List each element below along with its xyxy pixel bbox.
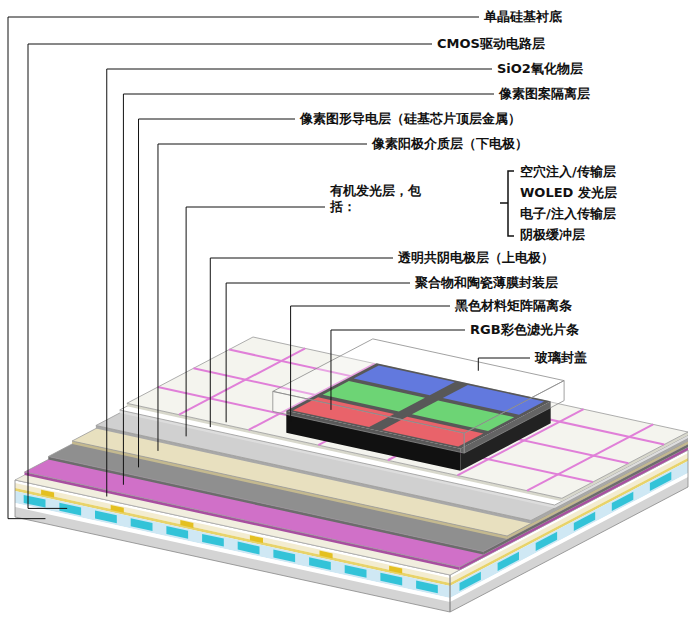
via-contact xyxy=(389,566,402,574)
layer-label: 单晶硅基衬底 xyxy=(484,9,562,25)
circuit-block xyxy=(650,472,671,491)
circuit-block xyxy=(612,492,634,511)
layer-label: 有机发光层，包括： xyxy=(330,183,430,215)
circuit-block xyxy=(416,581,438,594)
circuit-block xyxy=(131,518,153,531)
layer-label: 透明共阴电极层（上电极） xyxy=(398,250,554,266)
via-contact xyxy=(320,551,333,559)
via-contact xyxy=(41,490,54,498)
circuit-block xyxy=(59,503,81,516)
circuit-block xyxy=(380,573,402,586)
leader-line xyxy=(331,330,465,410)
circuit-block xyxy=(24,495,46,508)
circuit-block xyxy=(460,572,481,591)
circuit-block xyxy=(498,552,519,571)
layer-label: 像素图案隔离层 xyxy=(499,86,590,102)
layer-label: 玻璃封盖 xyxy=(535,350,587,366)
layer-label: SiO2氧化物层 xyxy=(497,61,583,77)
layer-label: 空穴注入/传输层 xyxy=(520,164,616,180)
circuit-block xyxy=(345,565,367,578)
leader-line xyxy=(139,119,295,467)
layer-label: 像素阳极介质层（下电极） xyxy=(372,136,528,152)
layer-label: CMOS驱动电路层 xyxy=(437,36,545,52)
layer-top xyxy=(127,337,688,498)
layer-label: 黑色材料矩阵隔离条 xyxy=(455,298,572,314)
circuit-block xyxy=(202,534,224,547)
layer-label: 阴极缓冲层 xyxy=(520,227,585,243)
leader-line xyxy=(291,306,450,422)
circuit-block xyxy=(574,512,595,531)
layer-label: 聚合物和陶瓷薄膜封装层 xyxy=(415,275,558,291)
leader-line xyxy=(186,207,325,436)
glass-cover xyxy=(273,391,464,453)
circuit-block xyxy=(166,526,188,539)
circuit-block xyxy=(536,532,557,551)
leader-line xyxy=(226,283,410,422)
leader-line xyxy=(8,17,479,519)
bracket xyxy=(500,171,514,236)
layer-label: RGB彩色滤光片条 xyxy=(470,322,579,338)
layer-label: 像素图形导电层（硅基芯片顶层金属） xyxy=(300,111,521,127)
circuit-block xyxy=(238,542,260,555)
via-contact xyxy=(180,520,193,528)
layer-label: WOLED 发光层 xyxy=(520,185,617,201)
via-contact xyxy=(250,535,263,543)
via-contact xyxy=(111,505,124,513)
circuit-block xyxy=(95,511,117,524)
glass-cover xyxy=(464,381,564,454)
leader-line xyxy=(478,358,530,371)
layer-label: 电子/注入传输层 xyxy=(520,206,616,222)
circuit-block xyxy=(273,549,295,562)
circuit-block xyxy=(309,557,331,570)
